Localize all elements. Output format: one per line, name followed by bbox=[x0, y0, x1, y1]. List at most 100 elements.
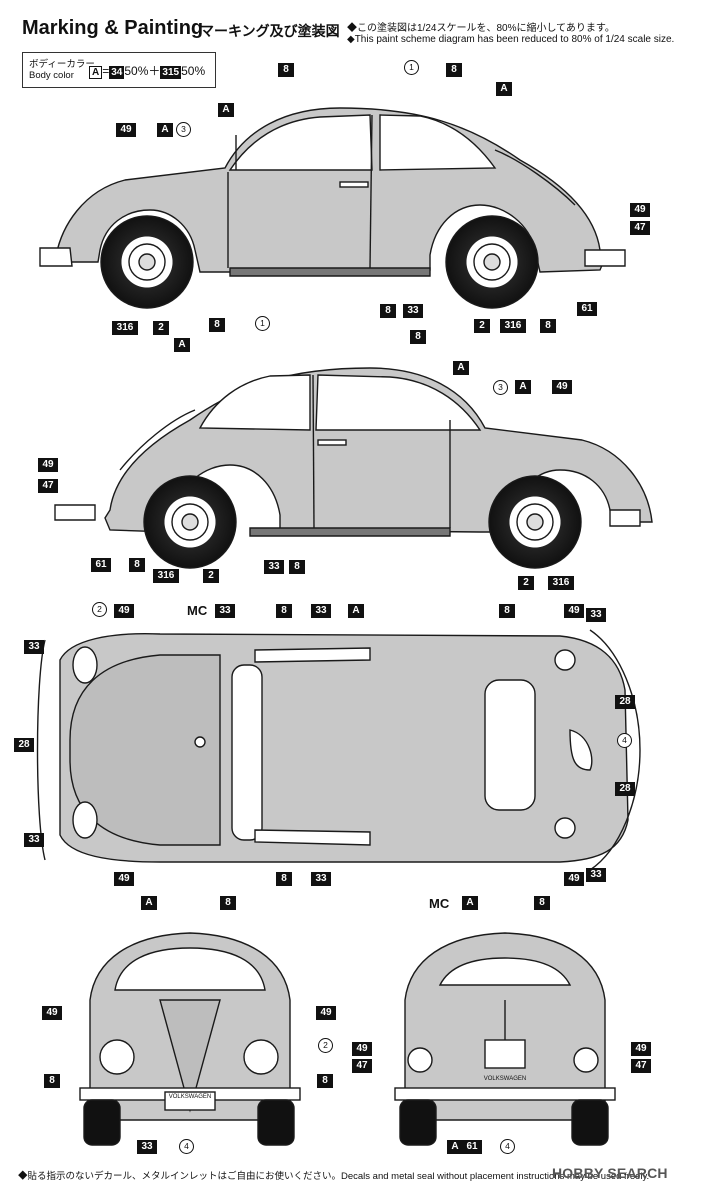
callout-33: 33 bbox=[24, 833, 44, 847]
callout-circle-1: 1 bbox=[255, 316, 270, 331]
callout-49: 49 bbox=[316, 1006, 336, 1020]
callout-28: 28 bbox=[615, 782, 635, 796]
callout-8: 8 bbox=[276, 604, 292, 618]
callout-mc: MC bbox=[187, 603, 208, 618]
rear-view bbox=[394, 932, 616, 1146]
page-subtitle: マーキング及び塗装図 bbox=[200, 23, 340, 39]
callout-316: 316 bbox=[500, 319, 526, 333]
callout-49: 49 bbox=[552, 380, 572, 394]
rear-license-plate: VOLKSWAGEN bbox=[483, 1076, 527, 1082]
callout-49: 49 bbox=[42, 1006, 62, 1020]
callout-49: 49 bbox=[114, 604, 134, 618]
watermark: HOBBY SEARCH bbox=[552, 1165, 668, 1181]
callout-8: 8 bbox=[289, 560, 305, 574]
callout-49: 49 bbox=[116, 123, 136, 137]
scale-note-en: ◆This paint scheme diagram has been redu… bbox=[347, 34, 675, 45]
callout-8: 8 bbox=[276, 872, 292, 886]
callout-49: 49 bbox=[630, 203, 650, 217]
callout-49: 49 bbox=[114, 872, 134, 886]
callout-a: A bbox=[218, 103, 234, 117]
paint-34-ratio: 50% bbox=[124, 64, 149, 78]
callout-47: 47 bbox=[38, 479, 58, 493]
callout-33: 33 bbox=[403, 304, 423, 318]
callout-mc: MC bbox=[429, 896, 450, 911]
callout-a: A bbox=[141, 896, 157, 910]
plus-sign: ＋ bbox=[148, 64, 161, 78]
callout-circle-4: 4 bbox=[179, 1139, 194, 1154]
callout-a: A bbox=[462, 896, 478, 910]
callout-33: 33 bbox=[311, 872, 331, 886]
callout-8: 8 bbox=[209, 318, 225, 332]
callout-28: 28 bbox=[615, 695, 635, 709]
paint-315-ratio: 50% bbox=[181, 64, 206, 78]
callout-a: A bbox=[496, 82, 512, 96]
callout-28: 28 bbox=[14, 738, 34, 752]
callout-49: 49 bbox=[631, 1042, 651, 1056]
color-code-a: A bbox=[89, 66, 103, 79]
callout-33: 33 bbox=[215, 604, 235, 618]
callout-a: A bbox=[453, 361, 469, 375]
callout-33: 33 bbox=[586, 868, 606, 882]
callout-a: A bbox=[348, 604, 364, 618]
callout-49: 49 bbox=[564, 872, 584, 886]
callout-2: 2 bbox=[474, 319, 490, 333]
callout-33: 33 bbox=[586, 608, 606, 622]
callout-a: A bbox=[174, 338, 190, 352]
callout-8: 8 bbox=[317, 1074, 333, 1088]
callout-49: 49 bbox=[352, 1042, 372, 1056]
callout-a: A bbox=[515, 380, 531, 394]
callout-8: 8 bbox=[44, 1074, 60, 1088]
callout-circle-3: 3 bbox=[176, 122, 191, 137]
callout-circle-2: 2 bbox=[92, 602, 107, 617]
callout-2: 2 bbox=[153, 321, 169, 335]
callout-316: 316 bbox=[112, 321, 138, 335]
callout-47: 47 bbox=[631, 1059, 651, 1073]
paint-34: 34 bbox=[109, 66, 125, 79]
callout-49: 49 bbox=[38, 458, 58, 472]
callout-8: 8 bbox=[499, 604, 515, 618]
callout-8: 8 bbox=[410, 330, 426, 344]
callout-47: 47 bbox=[630, 221, 650, 235]
callout-8: 8 bbox=[446, 63, 462, 77]
paint-315: 315 bbox=[160, 66, 182, 79]
callout-8: 8 bbox=[540, 319, 556, 333]
front-license-plate: VOLKSWAGEN bbox=[168, 1094, 212, 1100]
callout-a: A bbox=[447, 1140, 463, 1154]
scale-note-jp: ◆この塗装図は1/24スケールを、80%に縮小してあります。 bbox=[347, 23, 615, 34]
callout-316: 316 bbox=[548, 576, 574, 590]
callout-8: 8 bbox=[129, 558, 145, 572]
callout-circle-1: 1 bbox=[404, 60, 419, 75]
top-view bbox=[36, 629, 641, 871]
page-title: Marking & Painting bbox=[22, 17, 204, 39]
callout-61: 61 bbox=[462, 1140, 482, 1154]
callout-8: 8 bbox=[380, 304, 396, 318]
callout-49: 49 bbox=[564, 604, 584, 618]
callout-47: 47 bbox=[352, 1059, 372, 1073]
callout-33: 33 bbox=[137, 1140, 157, 1154]
callout-61: 61 bbox=[577, 302, 597, 316]
callout-33: 33 bbox=[311, 604, 331, 618]
callout-8: 8 bbox=[278, 63, 294, 77]
side-view-left bbox=[39, 107, 626, 309]
footer-note: ◆貼る指示のないデカール、メタルインレットはご自由にお使いください。Decals… bbox=[18, 1171, 650, 1182]
callout-circle-4: 4 bbox=[617, 733, 632, 748]
equals-sign: = bbox=[102, 64, 110, 78]
callout-33: 33 bbox=[264, 560, 284, 574]
callout-2: 2 bbox=[203, 569, 219, 583]
callout-circle-3: 3 bbox=[493, 380, 508, 395]
callout-316: 316 bbox=[153, 569, 179, 583]
callout-circle-2: 2 bbox=[318, 1038, 333, 1053]
callout-a: A bbox=[157, 123, 173, 137]
callout-circle-4: 4 bbox=[500, 1139, 515, 1154]
callout-61: 61 bbox=[91, 558, 111, 572]
body-color-label-en: Body color bbox=[29, 70, 74, 81]
body-color-label-jp: ボディーカラー bbox=[29, 59, 95, 70]
callout-8: 8 bbox=[534, 896, 550, 910]
front-view bbox=[79, 932, 301, 1146]
side-view-right bbox=[54, 367, 653, 569]
callout-33: 33 bbox=[24, 640, 44, 654]
callout-8: 8 bbox=[220, 896, 236, 910]
